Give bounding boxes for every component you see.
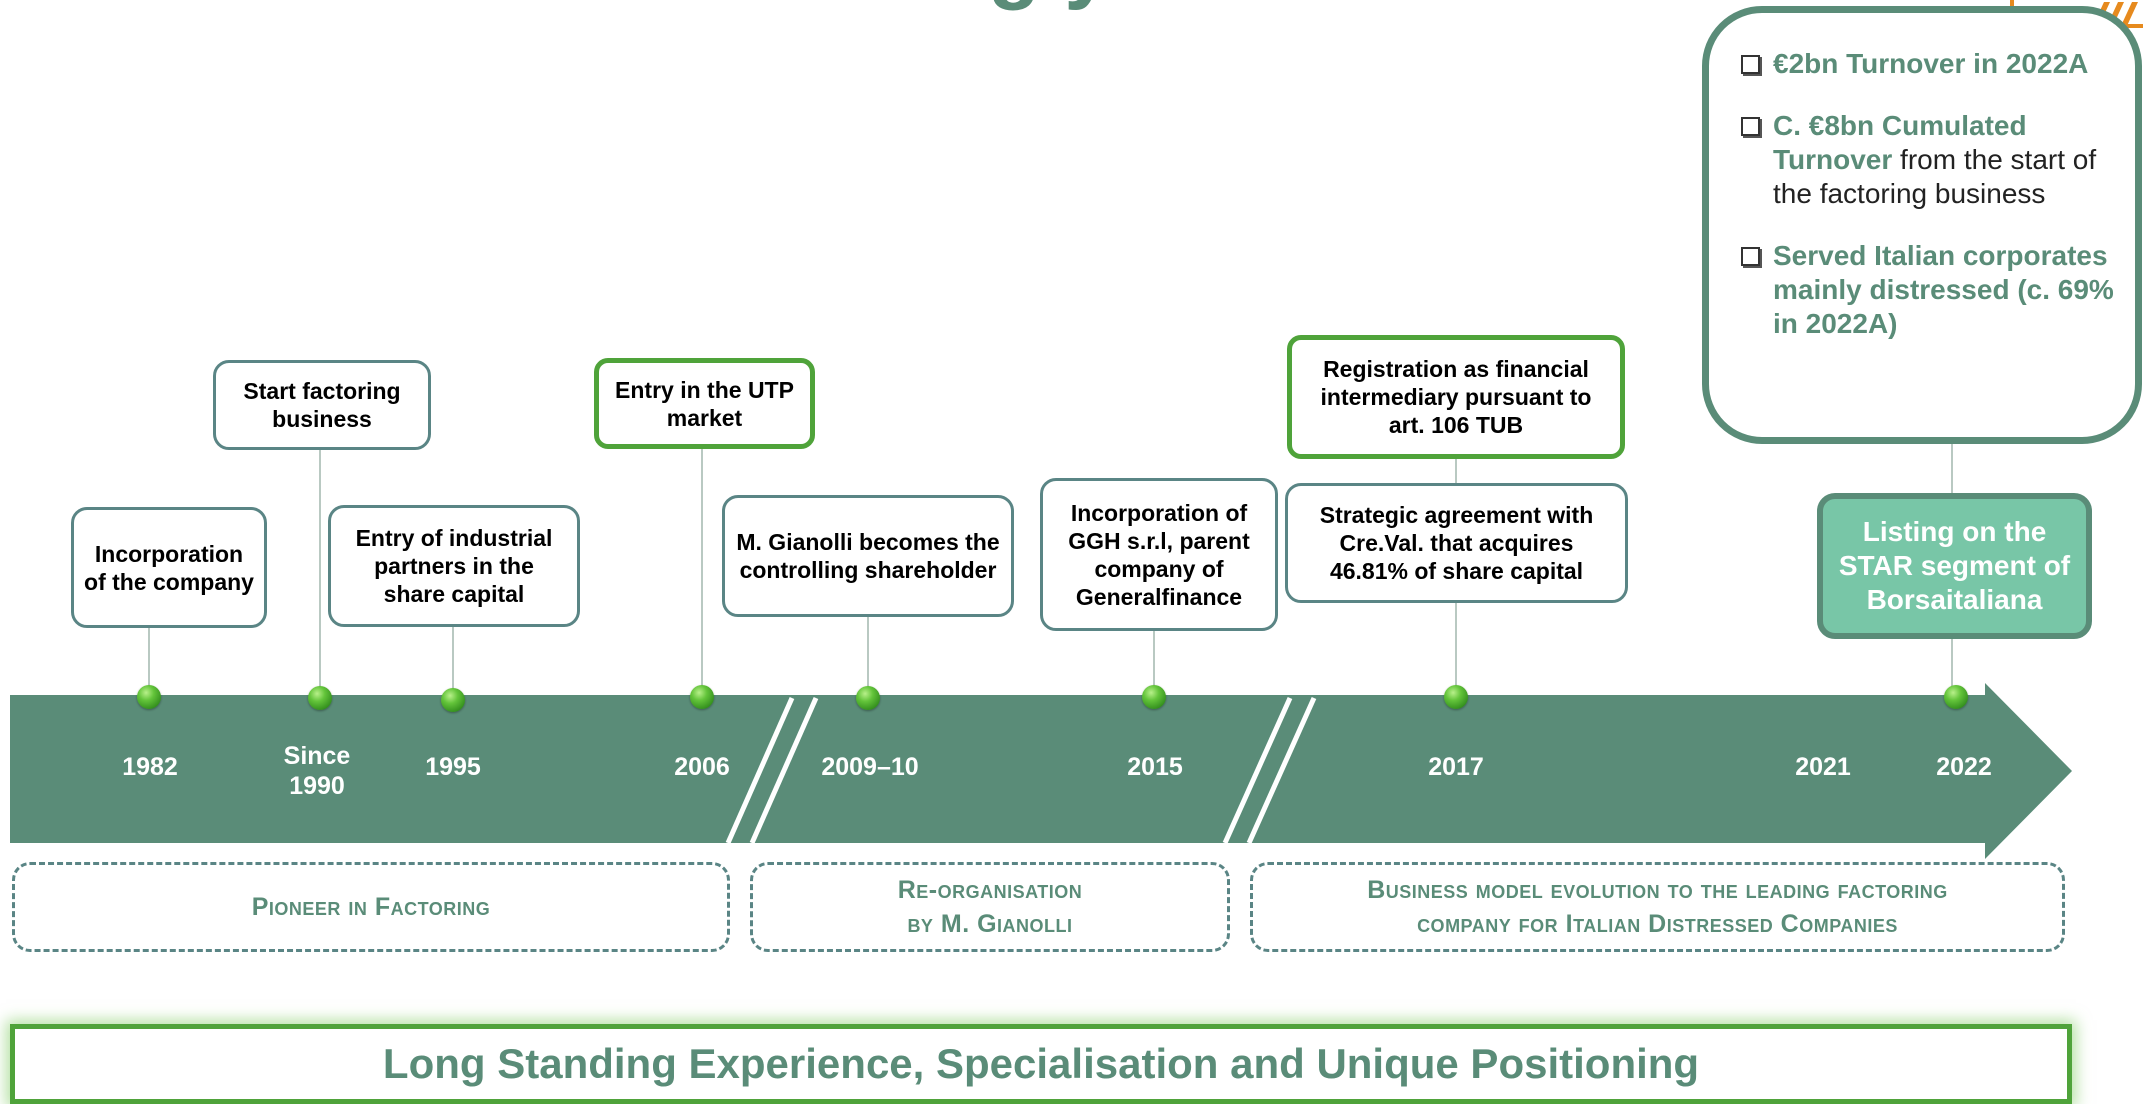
year-1982: 1982 xyxy=(122,753,178,781)
checkbox-bullet-icon xyxy=(1741,55,1760,74)
connector-2017 xyxy=(1455,601,1457,696)
summary-banner-text: Long Standing Experience, Specialisation… xyxy=(382,1040,1700,1087)
event-box-2017-agreement: Strategic agreement with Cre.Val. that a… xyxy=(1285,483,1628,603)
milestone-dot-2006 xyxy=(690,685,714,709)
year-2006: 2006 xyxy=(674,753,730,781)
year-since-1990: Since 1990 xyxy=(283,742,351,800)
connector-2006 xyxy=(701,448,703,696)
timeline-break-1 xyxy=(725,696,819,845)
timeline-break-2 xyxy=(1222,696,1317,845)
highlights-panel: €2bn Turnover in 2022A C. €8bn Cumulated… xyxy=(1702,6,2142,444)
event-box-2017-registration: Registration as financial intermediary p… xyxy=(1287,335,1625,459)
event-text-1982: Incorporation of the company xyxy=(84,540,254,595)
event-text-1990: Start factoring business xyxy=(243,378,401,432)
milestone-dot-1995 xyxy=(441,688,465,712)
connector-2015 xyxy=(1153,630,1155,696)
year-2021: 2021 xyxy=(1795,753,1851,781)
connector-2022 xyxy=(1951,638,1953,697)
summary-banner: Long Standing Experience, Specialisation… xyxy=(10,1024,2072,1104)
event-text-1995: Entry of industrial partners in the shar… xyxy=(355,525,553,607)
year-2022: 2022 xyxy=(1936,753,1992,781)
milestone-dot-2015 xyxy=(1142,685,1166,709)
connector-1995 xyxy=(452,626,454,699)
event-text-2022-listing: Listing on the STAR segment of Borsaital… xyxy=(1838,516,2071,615)
checkbox-bullet-icon xyxy=(1741,247,1760,266)
event-box-2009: M. Gianolli becomes the controlling shar… xyxy=(722,495,1014,617)
checkbox-bullet-icon xyxy=(1741,117,1760,136)
event-box-2006: Entry in the UTP market xyxy=(594,358,815,449)
year-1995: 1995 xyxy=(425,753,481,781)
connector-1982 xyxy=(148,627,150,697)
phase-pioneer: Pioneer in Factoring xyxy=(12,862,730,952)
event-text-2015: Incorporation of GGH s.r.l, parent compa… xyxy=(1068,499,1250,610)
year-2009-10: 2009–10 xyxy=(821,753,919,781)
milestone-dot-2009 xyxy=(856,686,880,710)
event-box-1982: Incorporation of the company xyxy=(71,507,267,628)
connector-highlights xyxy=(1951,444,1953,496)
event-text-2006: Entry in the UTP market xyxy=(615,376,794,431)
event-box-2015: Incorporation of GGH s.r.l, parent compa… xyxy=(1040,478,1278,631)
milestone-dot-2022 xyxy=(1944,685,1968,709)
year-2015: 2015 xyxy=(1127,753,1183,781)
event-box-2022-listing: Listing on the STAR segment of Borsaital… xyxy=(1817,493,2092,639)
year-2017: 2017 xyxy=(1428,753,1484,781)
phase-reorganisation: Re-organisation by M. Gianolli xyxy=(750,862,1230,952)
highlight-item-corporates: Served Italian corporates mainly distres… xyxy=(1741,239,2115,341)
event-text-2017-registration: Registration as financial intermediary p… xyxy=(1320,356,1592,438)
event-box-1995: Entry of industrial partners in the shar… xyxy=(328,505,580,627)
connector-2009 xyxy=(867,616,869,697)
phase-business-evolution: Business model evolution to the leading … xyxy=(1250,862,2065,952)
event-text-2009: M. Gianolli becomes the controlling shar… xyxy=(736,529,1000,583)
milestone-dot-2017 xyxy=(1444,685,1468,709)
event-text-2017-agreement: Strategic agreement with Cre.Val. that a… xyxy=(1319,502,1594,584)
event-box-1990: Start factoring business xyxy=(213,360,431,450)
connector-1990 xyxy=(319,448,321,698)
highlight-item-cumulated: C. €8bn Cumulated Turnover from the star… xyxy=(1741,109,2115,211)
milestone-dot-1982 xyxy=(137,685,161,709)
milestone-dot-1990 xyxy=(308,686,332,710)
highlight-item-turnover: €2bn Turnover in 2022A xyxy=(1741,47,2115,81)
timeline-band xyxy=(10,683,2072,859)
connector-2017-top xyxy=(1455,458,1457,486)
page-title: g y xyxy=(600,0,1500,14)
